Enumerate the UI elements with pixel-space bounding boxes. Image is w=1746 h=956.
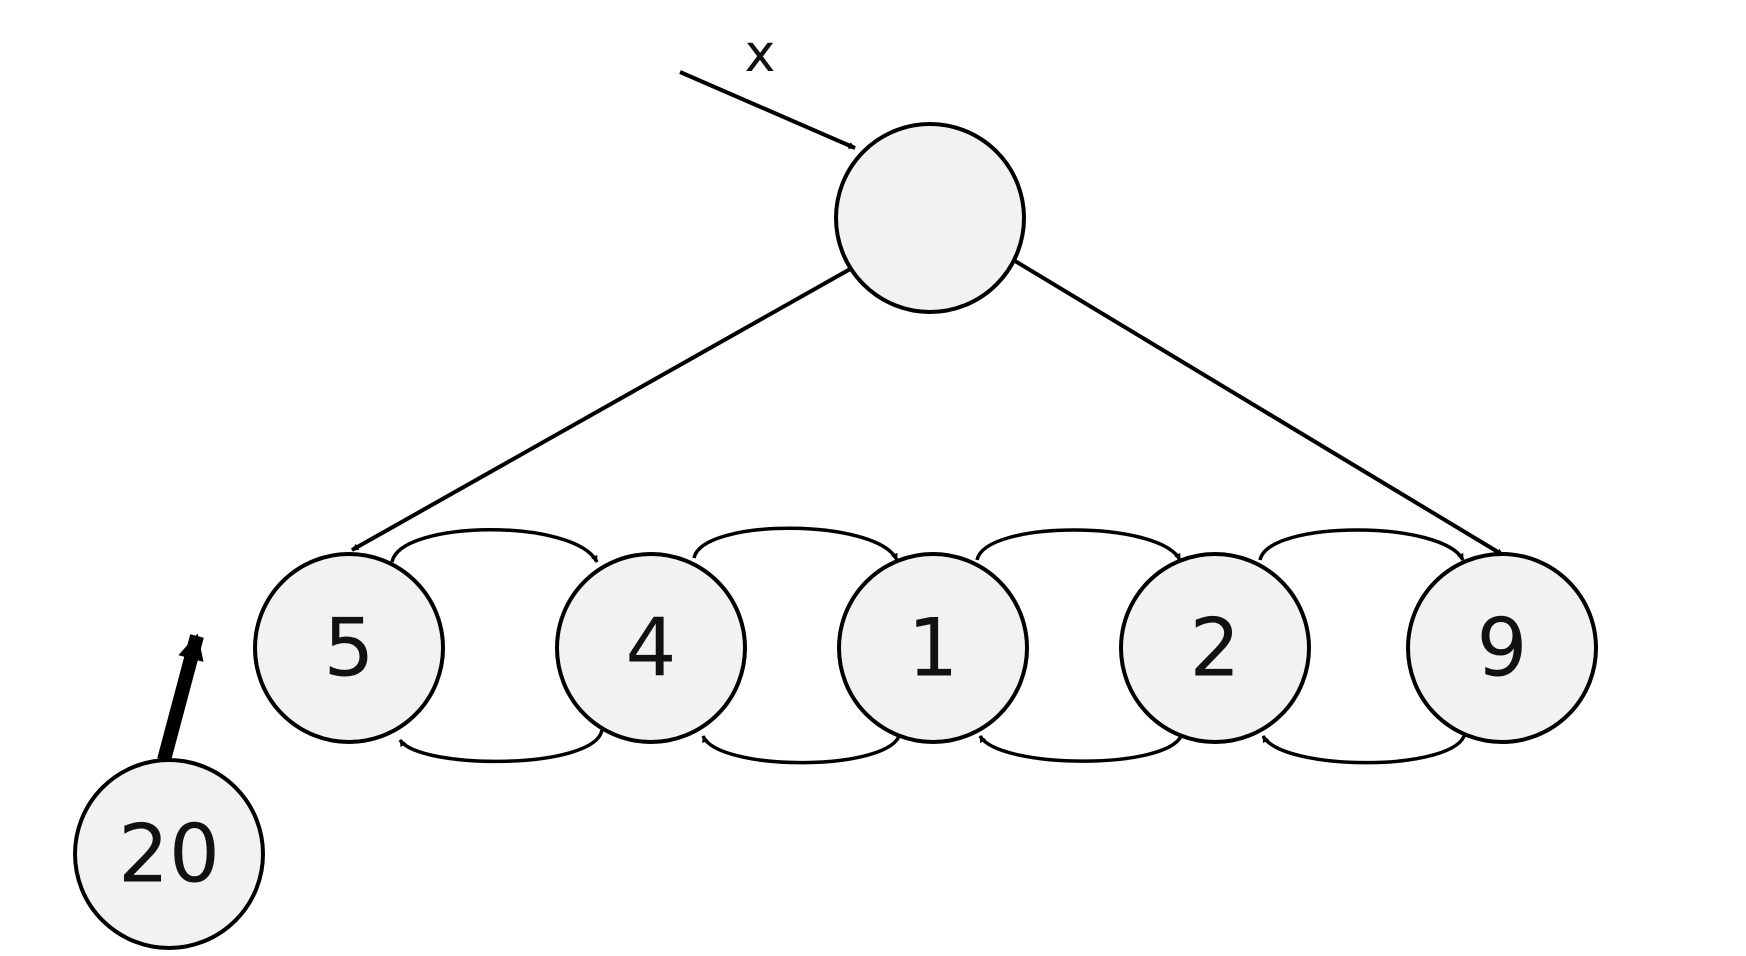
child-node-circle <box>1119 552 1311 744</box>
new-node-circle <box>73 758 265 950</box>
child-node-circle <box>837 552 1029 744</box>
new-node-20: 20 <box>73 758 265 950</box>
child-node-circle <box>253 552 445 744</box>
prev-link-9-to-2 <box>1261 732 1467 765</box>
edge-parent-to-first-child <box>351 266 853 552</box>
new-node-label: 20 <box>118 808 220 901</box>
pointer-label-x: x <box>745 24 776 84</box>
prev-link-2-to-1 <box>978 732 1184 763</box>
child-node-label: 1 <box>908 602 959 695</box>
parent-node-circle <box>834 122 1026 314</box>
parent-node <box>834 122 1026 314</box>
next-link-1-to-2 <box>975 528 1182 561</box>
edge-parent-to-last-child <box>1013 259 1505 557</box>
prev-link-4-to-5 <box>398 729 604 764</box>
child-node-1: 1 <box>837 552 1029 744</box>
child-node-9: 9 <box>1406 552 1598 744</box>
child-node-4: 4 <box>555 552 747 744</box>
child-node-label: 4 <box>626 602 677 695</box>
insert-arrow <box>157 633 204 762</box>
child-node-circle <box>555 552 747 744</box>
pointer-arrow <box>679 70 856 150</box>
next-link-4-to-1 <box>692 526 899 561</box>
child-node-2: 2 <box>1119 552 1311 744</box>
child-node-label: 2 <box>1190 602 1241 695</box>
child-node-label: 9 <box>1477 602 1528 695</box>
next-link-5-to-4 <box>390 528 599 563</box>
child-node-circle <box>1406 552 1598 744</box>
child-node-5: 5 <box>253 552 445 744</box>
child-node-label: 5 <box>324 602 375 695</box>
next-link-2-to-9 <box>1258 528 1465 561</box>
prev-link-1-to-4 <box>701 732 902 765</box>
